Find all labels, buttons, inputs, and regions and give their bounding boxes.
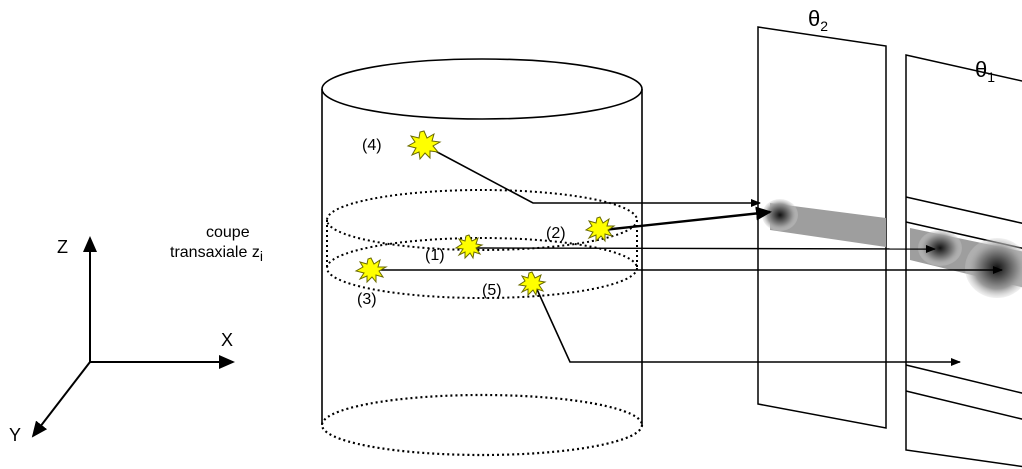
event-label-2: (2) xyxy=(546,225,566,242)
coordinate-axes xyxy=(31,236,235,438)
projection-line-2 xyxy=(602,206,772,232)
event-label-1: (1) xyxy=(425,247,445,264)
projection-line-5 xyxy=(534,284,961,366)
slice-label-line2: transaxiale zi xyxy=(170,244,263,264)
theta1-detector-row-bottom xyxy=(905,390,1022,420)
projection-plane-theta1 xyxy=(905,54,1022,468)
event-1-burst xyxy=(454,234,484,260)
projection-lines xyxy=(372,144,1003,366)
axis-z-label: Z xyxy=(57,237,68,257)
event-4-burst xyxy=(406,130,442,161)
projection-line-1 xyxy=(469,244,936,253)
theta2-label: θ2 xyxy=(808,6,828,34)
event-label-5: (5) xyxy=(482,282,502,299)
theta1-detector-row-mid2 xyxy=(905,364,1022,394)
cylinder-bottom xyxy=(320,393,644,457)
event-3-burst xyxy=(354,257,388,284)
projection-plane-theta2 xyxy=(757,26,887,429)
event-2-burst xyxy=(584,216,616,243)
axis-x-label: X xyxy=(221,330,233,350)
event-label-3: (3) xyxy=(357,291,377,308)
slice-label-line1: coupe xyxy=(206,224,250,241)
projection-band-theta2 xyxy=(770,203,886,247)
projection-blob-theta1-small xyxy=(918,230,962,266)
transaxial-slice xyxy=(326,189,638,299)
projection-line-4 xyxy=(423,144,761,207)
event-5-burst xyxy=(517,271,547,297)
axis-y-line xyxy=(31,361,91,438)
event-label-4: (4) xyxy=(362,137,382,154)
theta1-detector-row-top xyxy=(905,196,1022,224)
theta1-label: θ1 xyxy=(975,57,995,85)
emission-events xyxy=(354,130,616,297)
axis-y-label: Y xyxy=(9,425,21,445)
cylinder-top xyxy=(321,58,643,120)
projection-blob-theta2 xyxy=(762,199,798,231)
cylinder xyxy=(320,58,644,457)
